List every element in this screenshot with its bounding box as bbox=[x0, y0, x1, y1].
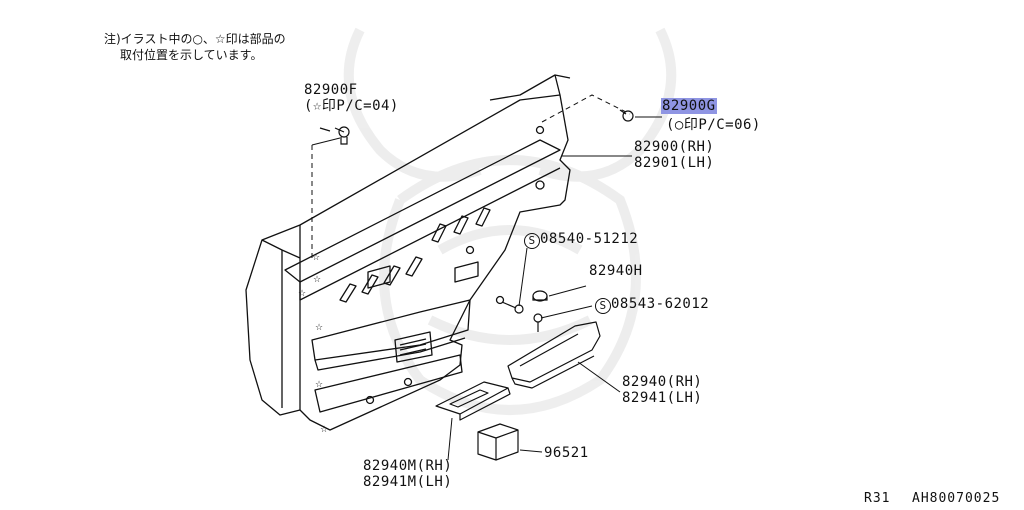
armrest-cover-82940 bbox=[507, 321, 601, 389]
svg-text:☆: ☆ bbox=[312, 253, 320, 263]
part-number-08543: 08543-62012 bbox=[611, 296, 710, 312]
footer-code: AH80070025 bbox=[912, 491, 1001, 506]
part-number-08540: 08540-51212 bbox=[540, 231, 639, 247]
footer-model: R31 bbox=[864, 491, 891, 506]
clip-82900G bbox=[619, 109, 634, 122]
cap-96521 bbox=[477, 423, 519, 461]
svg-text:☆: ☆ bbox=[313, 275, 321, 285]
screw-08543 bbox=[533, 313, 543, 332]
svg-text:☆: ☆ bbox=[298, 289, 306, 299]
part-label-82940M-rh: 82940M(RH) bbox=[363, 458, 453, 474]
highlight-82900G: 82900G bbox=[661, 98, 717, 114]
s-circle-icon: S bbox=[524, 233, 540, 249]
part-qualifier-82900G: (○印P/C=06) bbox=[666, 117, 761, 133]
part-label-96521: 96521 bbox=[544, 445, 589, 461]
part-label-82941-lh: 82941(LH) bbox=[622, 390, 703, 406]
part-label-82941M-lh: 82941M(LH) bbox=[363, 474, 453, 490]
watermark-emblem bbox=[343, 27, 677, 415]
screw-08540 bbox=[501, 301, 524, 314]
part-label-82940-rh: 82940(RH) bbox=[622, 374, 703, 390]
note-line-2: 取付位置を示しています。 bbox=[120, 48, 263, 62]
part-label-82900G: 82900G bbox=[661, 98, 717, 114]
part-label-82940H: 82940H bbox=[589, 263, 643, 279]
leader-lines bbox=[311, 94, 662, 461]
grommet-82940H bbox=[532, 290, 548, 302]
svg-text:☆: ☆ bbox=[315, 380, 323, 390]
svg-text:☆: ☆ bbox=[315, 323, 323, 333]
star-marks: ☆ ☆ ☆ ☆ ☆ ☆ bbox=[298, 253, 328, 435]
switch-bezel-82940M bbox=[435, 381, 511, 421]
note-line-1: 注)イラスト中の○、☆印は部品の bbox=[104, 32, 286, 46]
part-label-82901-lh: 82901(LH) bbox=[634, 155, 715, 171]
s-circle-icon: S bbox=[595, 298, 611, 314]
part-label-82900F: 82900F bbox=[304, 82, 358, 98]
clip-82900F bbox=[319, 126, 350, 145]
door-trim-panel bbox=[245, 74, 571, 431]
svg-text:☆: ☆ bbox=[320, 425, 328, 435]
part-qualifier-82900F: (☆印P/C=04) bbox=[304, 98, 399, 114]
part-label-82900-rh: 82900(RH) bbox=[634, 139, 715, 155]
